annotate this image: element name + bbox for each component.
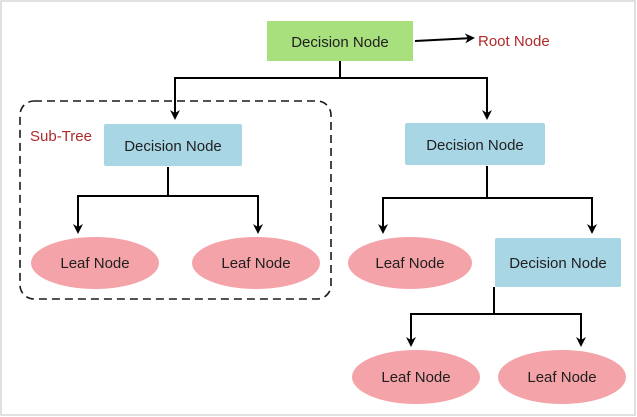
leaf-1-shape <box>31 237 159 289</box>
leaf-2-label: Leaf Node <box>221 255 290 272</box>
right-sub-decision-box <box>495 238 621 287</box>
edge-root-right <box>340 77 492 120</box>
leaf-5-shape <box>498 350 626 404</box>
root-decision-node: Decision Node <box>267 21 413 61</box>
root-node-annotation: Root Node <box>478 33 550 50</box>
left-decision-label: Decision Node <box>124 138 222 155</box>
edge-root-left <box>170 60 341 120</box>
subtree-annotation: Sub-Tree <box>30 128 92 145</box>
leaf-5-label: Leaf Node <box>527 369 596 386</box>
leaf-node-3: Leaf Node <box>348 237 472 289</box>
right-decision-label: Decision Node <box>426 137 524 154</box>
leaf-1-label: Leaf Node <box>60 255 129 272</box>
right-sub-decision-node: Decision Node <box>495 238 621 287</box>
leaf-node-2: Leaf Node <box>192 237 320 289</box>
edges <box>73 33 597 347</box>
leaf-2-shape <box>192 237 320 289</box>
edge-left-leaf2 <box>168 195 263 234</box>
edge-sub-leaf5 <box>494 313 586 347</box>
edge-right-leaf3 <box>378 166 488 234</box>
leaf-node-5: Leaf Node <box>498 350 626 404</box>
leaf-3-label: Leaf Node <box>375 255 444 272</box>
leaf-4-label: Leaf Node <box>381 369 450 386</box>
right-decision-node: Decision Node <box>405 123 545 165</box>
subtree-boundary <box>19 100 332 300</box>
edge-left-leaf1 <box>73 167 169 234</box>
leaf-3-shape <box>348 237 472 289</box>
leaf-node-4: Leaf Node <box>352 350 480 404</box>
root-annotation-arrow <box>414 33 475 44</box>
left-decision-box <box>104 124 242 166</box>
right-decision-box <box>405 123 545 165</box>
edge-right-decision <box>487 197 597 234</box>
left-decision-node: Decision Node <box>104 124 242 166</box>
right-sub-decision-label: Decision Node <box>509 255 607 272</box>
leaf-4-shape <box>352 350 480 404</box>
edge-sub-leaf4 <box>406 287 495 347</box>
root-node-label: Decision Node <box>291 34 389 51</box>
root-node-box <box>267 21 413 61</box>
leaf-node-1: Leaf Node <box>31 237 159 289</box>
